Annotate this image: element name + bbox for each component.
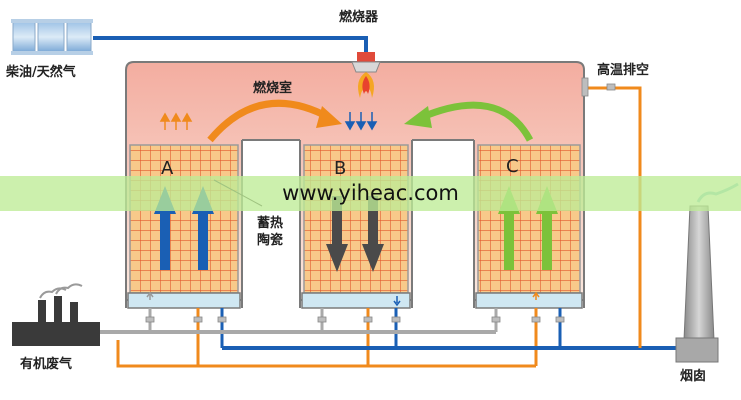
fuel-pipe xyxy=(93,36,368,55)
combustion-chamber-label: 燃烧室 xyxy=(253,81,293,96)
chamber-a-label: A xyxy=(161,158,174,179)
ceramic-label-line2: 陶瓷 xyxy=(256,233,283,248)
flow-arrow-orange xyxy=(207,99,332,143)
burner-label: 燃烧器 xyxy=(339,10,379,25)
down-arrows-icon xyxy=(344,112,378,131)
fuel-label: 柴油/天然气 xyxy=(6,65,76,80)
factory-icon xyxy=(12,283,100,346)
ceramic-bed-c xyxy=(477,144,581,294)
burner-icon xyxy=(351,52,381,98)
fuel-tank-icon xyxy=(11,19,93,55)
high-temp-exhaust-label: 高温排空 xyxy=(597,63,650,78)
ceramic-bed-a xyxy=(129,144,239,294)
flow-arrow-green xyxy=(418,101,534,142)
watermark-banner xyxy=(0,176,741,211)
up-arrows-icon xyxy=(159,112,193,130)
valves xyxy=(148,308,562,366)
chimney-label: 烟囱 xyxy=(680,369,707,384)
ceramic-label: 蓄热 陶瓷 xyxy=(255,215,285,249)
high-temp-exhaust-pipe xyxy=(584,86,642,348)
chamber-b-label: B xyxy=(334,158,347,179)
purge-header-pipe xyxy=(116,340,536,368)
ceramic-bed-b xyxy=(303,144,409,294)
ceramic-label-line1: 蓄热 xyxy=(256,216,283,231)
watermark-text: www.yiheac.com xyxy=(282,181,459,205)
chamber-c-label: C xyxy=(506,156,519,177)
organic-waste-gas-label: 有机废气 xyxy=(20,357,73,372)
bed-b-down-arrows xyxy=(326,196,384,272)
